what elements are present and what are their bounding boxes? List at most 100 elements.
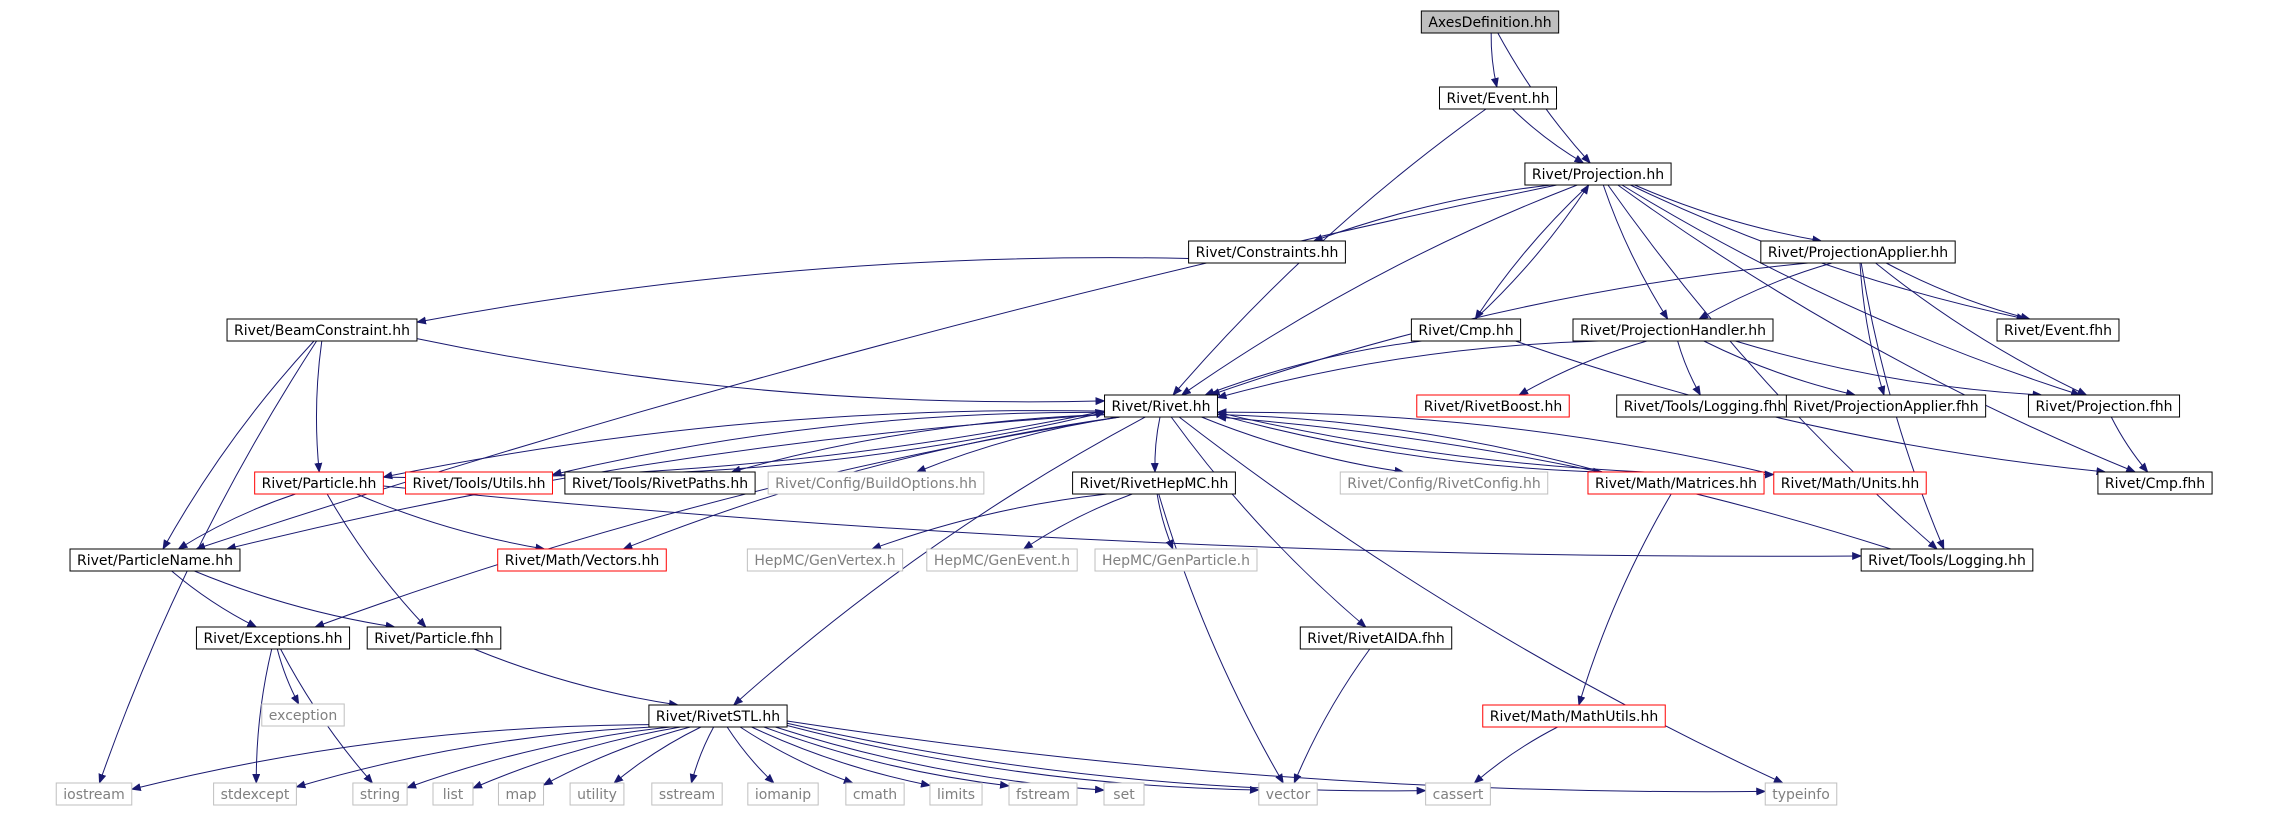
node-utility[interactable]: utility: [569, 782, 625, 806]
edge-rivet-hh-to-rivetpaths-hh: [730, 414, 1105, 474]
edge-rivet-hh-to-rivethepmc-hh: [1150, 416, 1161, 473]
node-set[interactable]: set: [1103, 782, 1145, 806]
node-box: [366, 626, 502, 650]
node-label: Rivet/RivetSTL.hh: [656, 709, 780, 725]
node-box: [1420, 10, 1560, 34]
node-genevent-h[interactable]: HepMC/GenEvent.h: [926, 548, 1078, 572]
node-box: [497, 782, 545, 806]
edge-rivet-hh-to-particle-hh: [382, 410, 1105, 480]
node-genparticle-h[interactable]: HepMC/GenParticle.h: [1094, 548, 1258, 572]
node-label: Rivet/RivetAIDA.fhh: [1307, 631, 1444, 647]
edge-rivet-hh-to-buildoptions-hh: [915, 416, 1121, 473]
edge-rivet-hh-to-rivetconfig-hh: [1201, 416, 1405, 475]
node-cmp-hh[interactable]: Rivet/Cmp.hh: [1410, 318, 1522, 342]
node-map[interactable]: map: [497, 782, 545, 806]
node-buildoptions-hh[interactable]: Rivet/Config/BuildOptions.hh: [767, 471, 985, 495]
node-toolsutils-hh[interactable]: Rivet/Tools/Utils.hh: [405, 471, 553, 495]
node-box: [564, 471, 756, 495]
node-cassert[interactable]: cassert: [1425, 782, 1491, 806]
node-label: Rivet/ProjectionApplier.hh: [1768, 245, 1948, 261]
node-box: [648, 704, 788, 728]
node-box: [1094, 548, 1258, 572]
node-particle-fhh[interactable]: Rivet/Particle.fhh: [366, 626, 502, 650]
edge-mathutils-hh-to-cassert: [1473, 726, 1558, 784]
node-projection-fhh[interactable]: Rivet/Projection.fhh: [2027, 394, 2181, 418]
node-rivethepmc-hh[interactable]: Rivet/RivetHepMC.hh: [1072, 471, 1236, 495]
node-label: Rivet/Config/BuildOptions.hh: [775, 476, 977, 492]
node-constraints-hh[interactable]: Rivet/Constraints.hh: [1188, 240, 1346, 264]
edge-particle-fhh-to-rivetstl-hh: [473, 648, 679, 708]
node-particlename-hh[interactable]: Rivet/ParticleName.hh: [69, 548, 241, 572]
node-particle-hh[interactable]: Rivet/Particle.hh: [254, 471, 384, 495]
node-axes[interactable]: AxesDefinition.hh: [1420, 10, 1560, 34]
node-box: [1425, 782, 1491, 806]
node-exception[interactable]: exception: [261, 703, 345, 727]
node-units-hh[interactable]: Rivet/Math/Units.hh: [1773, 471, 1927, 495]
edge-projapplier-hh-to-event-fhh: [1885, 262, 2031, 321]
edge-rivetstl-hh-to-iostream: [130, 724, 649, 791]
node-box: [1760, 240, 1956, 264]
node-box: [1438, 86, 1558, 110]
edge-axes-to-event-hh: [1490, 32, 1499, 88]
node-label: set: [1113, 787, 1135, 803]
node-toolslogging-fhh[interactable]: Rivet/Tools/Logging.fhh: [1616, 394, 1794, 418]
node-fstream[interactable]: fstream: [1008, 782, 1078, 806]
node-typeinfo[interactable]: typeinfo: [1764, 782, 1838, 806]
node-toolslogging-hh[interactable]: Rivet/Tools/Logging.hh: [1860, 548, 2034, 572]
node-rivetboost-hh[interactable]: Rivet/RivetBoost.hh: [1416, 394, 1570, 418]
edge-beamconstraint-hh-to-particle-hh: [314, 340, 323, 473]
node-box: [1188, 240, 1346, 264]
node-list[interactable]: list: [432, 782, 474, 806]
node-exceptions-hh[interactable]: Rivet/Exceptions.hh: [195, 626, 351, 650]
edge-projection-hh-to-constraints-hh: [1312, 184, 1552, 242]
node-label: AxesDefinition.hh: [1428, 15, 1551, 31]
node-beamconstraint-hh[interactable]: Rivet/BeamConstraint.hh: [226, 318, 418, 342]
node-vectors-hh[interactable]: Rivet/Math/Vectors.hh: [497, 548, 667, 572]
node-rivetpaths-hh[interactable]: Rivet/Tools/RivetPaths.hh: [564, 471, 756, 495]
node-box: [926, 548, 1078, 572]
node-cmp-fhh[interactable]: Rivet/Cmp.fhh: [2097, 471, 2213, 495]
node-label: Rivet/BeamConstraint.hh: [234, 323, 410, 339]
node-label: exception: [269, 708, 337, 724]
edge-particle-hh-to-particlename-hh: [177, 493, 296, 550]
node-box: [1860, 548, 2034, 572]
node-projection-hh[interactable]: Rivet/Projection.hh: [1524, 162, 1672, 186]
node-box: [747, 782, 819, 806]
edge-projhandler-hh-to-rivet-hh: [1216, 340, 1599, 400]
node-genvertex-h[interactable]: HepMC/GenVertex.h: [746, 548, 904, 572]
node-mathutils-hh[interactable]: Rivet/Math/MathUtils.hh: [1482, 704, 1666, 728]
node-box: [1785, 394, 1987, 418]
node-projapplier-hh[interactable]: Rivet/ProjectionApplier.hh: [1760, 240, 1956, 264]
edge-particlename-hh-to-particle-fhh: [194, 570, 396, 630]
node-projapplier-fhh[interactable]: Rivet/ProjectionApplier.fhh: [1785, 394, 1987, 418]
node-rivetconfig-hh[interactable]: Rivet/Config/RivetConfig.hh: [1339, 471, 1549, 495]
node-matrices-hh[interactable]: Rivet/Math/Matrices.hh: [1587, 471, 1765, 495]
edge-matrices-hh-to-mathutils-hh: [1577, 493, 1672, 706]
node-iostream[interactable]: iostream: [55, 782, 133, 806]
node-projhandler-hh[interactable]: Rivet/ProjectionHandler.hh: [1572, 318, 1774, 342]
node-label: Rivet/Rivet.hh: [1112, 399, 1211, 415]
node-label: Rivet/ProjectionHandler.hh: [1580, 323, 1766, 339]
node-rivet-hh[interactable]: Rivet/Rivet.hh: [1104, 394, 1218, 418]
edge-particle-hh-to-vectors-hh: [356, 493, 546, 552]
node-event-hh[interactable]: Rivet/Event.hh: [1438, 86, 1558, 110]
node-rivetstl-hh[interactable]: Rivet/RivetSTL.hh: [648, 704, 788, 728]
node-label: Rivet/Tools/Logging.fhh: [1624, 399, 1787, 415]
node-label: iostream: [63, 787, 125, 803]
node-iomanip[interactable]: iomanip: [747, 782, 819, 806]
node-stdexcept[interactable]: stdexcept: [213, 782, 297, 806]
node-cmath[interactable]: cmath: [845, 782, 905, 806]
edge-particle-hh-to-particle-fhh: [326, 493, 427, 628]
node-rivetaida-fhh[interactable]: Rivet/RivetAIDA.fhh: [1299, 626, 1453, 650]
node-string[interactable]: string: [352, 782, 408, 806]
edge-projhandler-hh-to-toolslogging-fhh: [1677, 340, 1701, 396]
node-label: string: [360, 787, 400, 803]
edge-rivetstl-hh-to-iomanip: [726, 726, 775, 784]
node-event-fhh[interactable]: Rivet/Event.fhh: [1996, 318, 2120, 342]
node-sstream[interactable]: sstream: [651, 782, 723, 806]
node-limits[interactable]: limits: [929, 782, 983, 806]
node-box: [1996, 318, 2120, 342]
node-vector[interactable]: vector: [1258, 782, 1318, 806]
edge-beamconstraint-hh-to-rivet-hh: [416, 338, 1106, 406]
